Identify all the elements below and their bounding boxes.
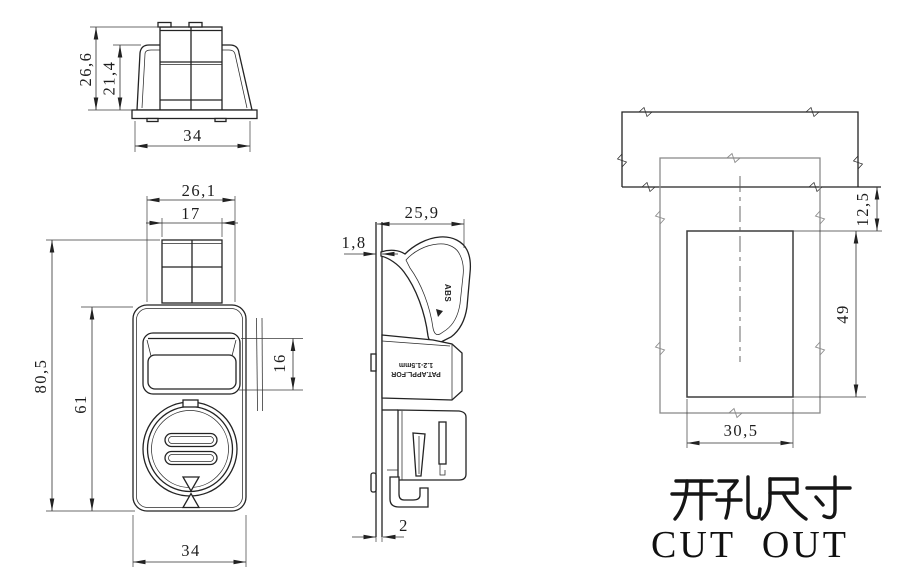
dial-pointer-marker	[181, 476, 201, 493]
side-panel	[370, 222, 383, 537]
front-push-button	[142, 332, 241, 395]
dim-top-body-height: 21,4	[100, 61, 119, 96]
front-view: 26,1 17 80,5 61 16 34	[31, 181, 303, 567]
dim-side-rear-gap: 2	[399, 516, 409, 535]
dim-cutout-height: 49	[833, 304, 852, 324]
label-abs: ABS	[443, 284, 452, 303]
dim-front-body-height: 61	[71, 394, 90, 414]
dim-side-depth: 25,9	[405, 203, 440, 222]
front-dial	[142, 399, 238, 509]
dial-slot-upper	[164, 432, 218, 448]
dim-front-button-height: 16	[270, 353, 289, 373]
cutout-view: 12,5 49 30,5	[616, 106, 882, 566]
dim-cutout-width: 30,5	[724, 421, 759, 440]
cutout-title-en: CUT OUT	[651, 524, 849, 566]
dim-front-total-height: 80,5	[31, 359, 50, 394]
side-patent-box: PAT.APPL.FOR 1.2-1.5mm	[381, 334, 463, 401]
top-view: 26,6 21,4 34	[76, 21, 258, 152]
cutout-panel-outline	[616, 106, 881, 193]
top-view-base-plate	[131, 109, 258, 123]
dial-top-notch	[182, 399, 199, 408]
label-patent-line1: PAT.APPL.FOR	[391, 370, 441, 377]
top-view-dimensions: 26,6 21,4 34	[76, 26, 251, 152]
dim-side-panel-thickness: 1,8	[341, 233, 366, 252]
cutout-hole	[686, 230, 794, 398]
cutout-body-outline	[654, 152, 826, 419]
label-patent-line2: 1.2-1.5mm	[399, 361, 433, 368]
dial-slot-lower	[164, 450, 218, 466]
dim-cutout-top-offset: 12,5	[853, 192, 872, 227]
side-view: ABS PAT.APPL.FOR 1.2-1.5mm	[341, 203, 472, 542]
side-lower-housing	[382, 409, 467, 481]
side-bracket	[389, 476, 429, 508]
side-claw: ABS	[380, 236, 472, 344]
cutout-title-cn	[670, 475, 852, 521]
cutout-dimensions: 12,5 49 30,5	[686, 187, 882, 448]
front-view-dimensions: 26,1 17 80,5 61 16 34	[31, 181, 303, 567]
front-latch	[161, 239, 223, 304]
top-view-latch	[157, 21, 223, 111]
dim-top-total-height: 26,6	[76, 52, 95, 87]
side-view-dimensions: 25,9 1,8 2	[341, 203, 465, 542]
abs-arrow-icon	[436, 309, 443, 317]
dim-top-width: 34	[183, 126, 203, 145]
dim-front-top-width: 26,1	[182, 181, 217, 200]
dim-front-width: 34	[181, 541, 201, 560]
dim-front-latch-width: 17	[181, 204, 201, 223]
